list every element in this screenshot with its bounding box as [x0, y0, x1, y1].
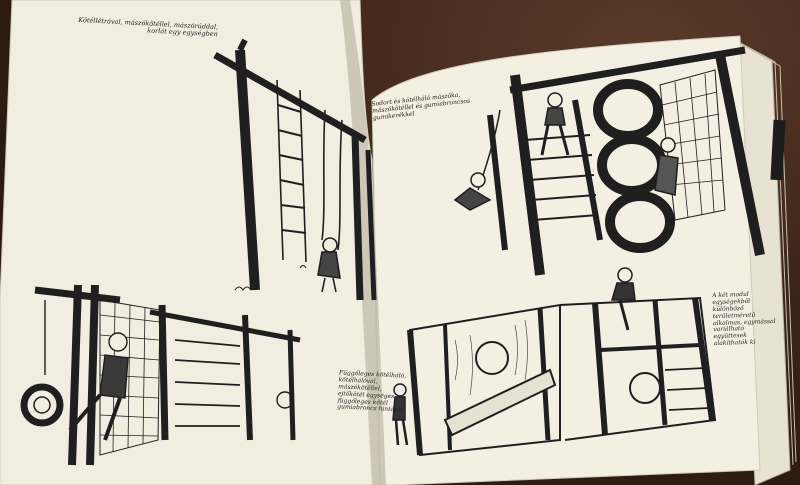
playhouse-modules-drawing [392, 267, 717, 457]
page-edges [734, 39, 797, 485]
ladder-frame-drawing [213, 38, 377, 301]
spine-shadow [340, 0, 386, 485]
net-structure-drawing [20, 284, 301, 466]
tire-climber-drawing [453, 46, 765, 276]
caption-left-bottom: Függőleges kötélháló, kötélhálóval, mász… [337, 369, 407, 415]
caption-right-bottom: A két modul egységekből különböző terüle… [712, 290, 776, 348]
